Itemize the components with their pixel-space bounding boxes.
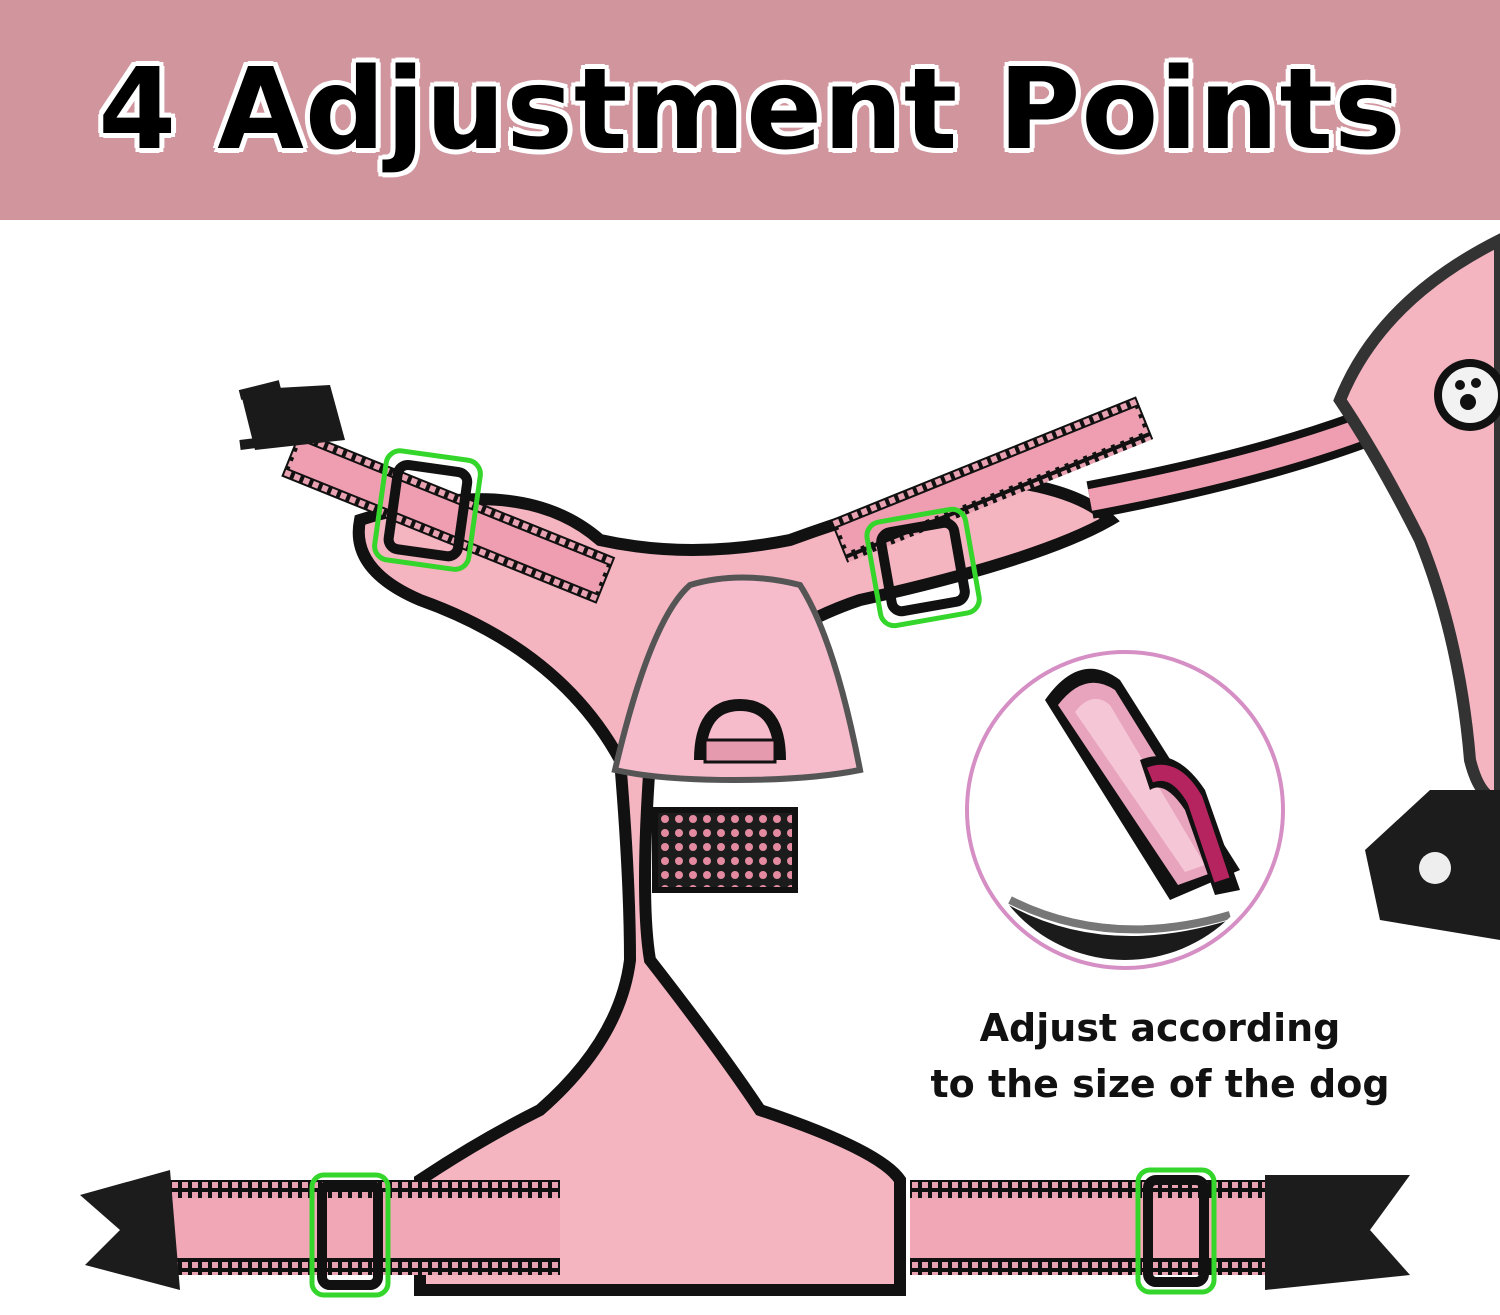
bottom-strap xyxy=(80,1167,1410,1298)
caption-line-1: Adjust according xyxy=(979,1006,1341,1050)
adjuster-bottom-left xyxy=(309,1172,391,1298)
callout-caption: Adjust according to the size of the dog xyxy=(930,1000,1390,1112)
banner-title: 4 Adjustment Points xyxy=(98,45,1402,175)
buckle-paw-icon xyxy=(1419,852,1451,884)
caption-line-2: to the size of the dog xyxy=(930,1062,1390,1106)
title-banner: 4 Adjustment Points xyxy=(0,0,1500,220)
bottom-right-buckle xyxy=(1265,1175,1410,1290)
adjuster-bottom-right xyxy=(1135,1167,1217,1295)
zoom-callout xyxy=(965,650,1285,970)
top-left-buckle xyxy=(240,385,345,450)
adjuster-top-right xyxy=(864,506,982,629)
d-ring xyxy=(694,698,786,761)
second-harness xyxy=(1333,233,1500,940)
top-right-strap xyxy=(830,396,1367,629)
adjuster-top-left xyxy=(372,448,483,572)
bottom-left-buckle xyxy=(80,1170,180,1290)
harness-product-image xyxy=(80,233,1500,1298)
mesh-panel xyxy=(652,807,798,893)
banner-title-wrap: 4 Adjustment Points xyxy=(0,0,1500,220)
top-left-strap xyxy=(238,380,616,604)
